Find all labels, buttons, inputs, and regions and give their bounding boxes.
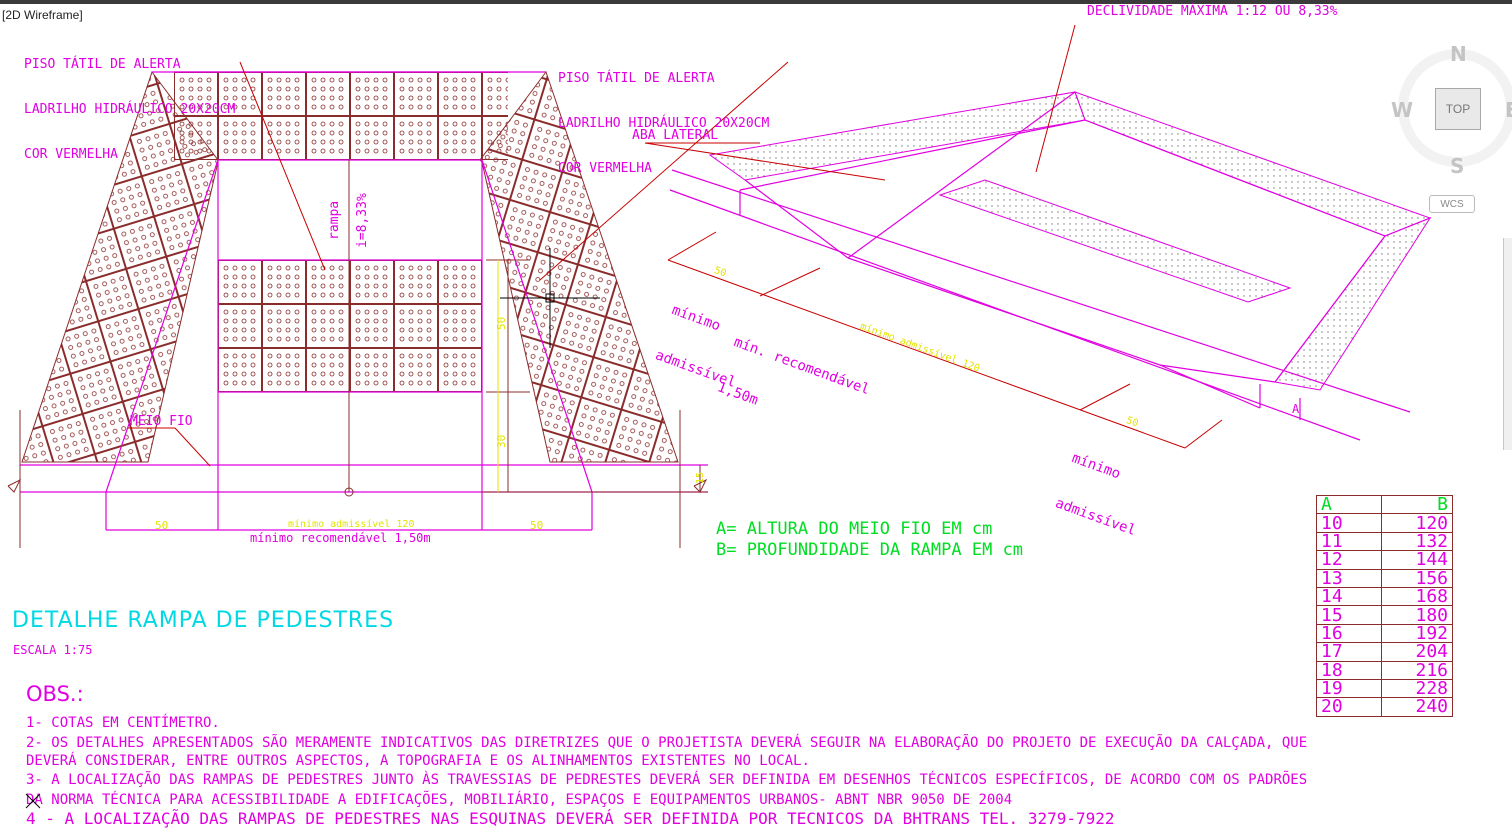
tactile-tiles-left — [21, 70, 219, 463]
table-cell-a: 14 — [1316, 586, 1382, 607]
min-rec-line-1: mín. recomendável — [731, 334, 872, 399]
table-cell-b: 144 — [1381, 550, 1453, 570]
viewcube-top-face[interactable]: TOP — [1435, 88, 1481, 130]
table-cell-a: 15 — [1316, 605, 1382, 625]
compass-north[interactable]: N — [1450, 42, 1467, 66]
table-cell-a: 18 — [1316, 660, 1382, 680]
ramp-label: rampa — [327, 200, 342, 240]
table-cell-a: 11 — [1316, 531, 1382, 552]
table-cell-b: 240 — [1381, 697, 1453, 717]
table-cell-b: 216 — [1381, 660, 1453, 680]
iso-a-mark: A — [1292, 402, 1300, 416]
alert-line-2: LADRILHO HIDRÁULICO 20X20CM — [24, 102, 236, 117]
table-cell-a: 20 — [1316, 697, 1382, 717]
dim-15-vertical: 15 — [695, 471, 706, 484]
dim-50-vertical: 50 — [495, 316, 508, 330]
compass-east[interactable]: E — [1505, 98, 1512, 122]
obs-line-6: 4 - A LOCALIZAÇÃO DAS RAMPAS DE PEDESTRE… — [26, 809, 1115, 828]
table-cell-b: 168 — [1381, 586, 1453, 607]
drawing-scale: ESCALA 1:75 — [13, 643, 93, 657]
navigation-bar[interactable] — [1503, 238, 1512, 450]
tactile-tiles-ramp — [218, 260, 482, 392]
table-cell-a: 16 — [1316, 623, 1382, 644]
table-cell-b: 228 — [1381, 678, 1453, 699]
table-cell-b: 204 — [1381, 642, 1453, 662]
viewport-controls-label[interactable]: [2D Wireframe] — [2, 8, 83, 22]
dim-50-left: 50 — [155, 519, 169, 532]
table-cell-b: 132 — [1381, 531, 1453, 552]
isometric-view — [644, 24, 1432, 449]
table-cell-a: 17 — [1316, 642, 1382, 662]
obs-line-3: DEVERÁ CONSIDERAR, ENTRE OUTROS ASPECTOS… — [26, 753, 810, 769]
table-cell-a: 12 — [1316, 550, 1382, 570]
plan-alert-label-right: PISO TÁTIL DE ALERTA LADRILHO HIDRÁULICO… — [558, 41, 769, 191]
obs-heading: OBS.: — [26, 682, 84, 706]
obs-line-5: DA NORMA TÉCNICA PARA ACESSIBILIDADE A E… — [26, 792, 1013, 808]
viewcube-ring-icon — [1398, 49, 1512, 167]
alert-line-2: LADRILHO HIDRÁULICO 20X20CM — [558, 116, 770, 131]
obs-line-4: 3- A LOCALIZAÇÃO DAS RAMPAS DE PEDESTRES… — [26, 772, 1308, 788]
slope-label: i=8,33% — [355, 193, 370, 248]
alert-line-3: COR VERMELHA — [24, 147, 118, 162]
dim-120: mínimo admissível 120 — [288, 519, 415, 530]
table-cell-a: 13 — [1316, 568, 1382, 588]
plan-alert-label-left: PISO TÁTIL DE ALERTA LADRILHO HIDRÁULICO… — [24, 27, 235, 177]
ucs-x-icon — [25, 793, 41, 809]
table-cell-a: 19 — [1316, 678, 1382, 699]
ucs-menu-button[interactable]: WCS — [1429, 195, 1475, 213]
compass-south[interactable]: S — [1450, 154, 1465, 178]
alert-line-1: PISO TÁTIL DE ALERTA — [24, 57, 181, 72]
legend-a: A= ALTURA DO MEIO FIO EM cm — [716, 519, 993, 539]
table-header-a: A — [1316, 494, 1382, 515]
min-adm-line-1: mínimo — [1069, 450, 1123, 483]
viewcube[interactable]: N S W E TOP WCS — [1385, 40, 1512, 220]
table-cell-b: 192 — [1381, 623, 1453, 644]
table-cell-a: 10 — [1316, 513, 1382, 533]
table-cell-b: 180 — [1381, 605, 1453, 625]
table-cell-b: 120 — [1381, 513, 1453, 533]
tactile-tiles-right — [479, 70, 679, 463]
tactile-tiles-top — [174, 72, 508, 160]
max-slope-label: DECLIVIDADE MÁXIMA 1:12 OU 8,33% — [1087, 4, 1338, 19]
alert-line-3: COR VERMELHA — [558, 161, 652, 176]
curb-label: MEIO FIO — [130, 414, 193, 429]
crosshair-cursor — [500, 248, 600, 348]
obs-line-1: 1- COTAS EM CENTÍMETRO. — [26, 715, 220, 731]
table-cell-b: 156 — [1381, 568, 1453, 588]
window-top-border — [0, 0, 1512, 4]
dim-50-right: 50 — [530, 519, 544, 532]
dim-30-vertical: 30 — [495, 434, 508, 448]
side-flap-label: ABA LATERAL — [632, 128, 719, 143]
obs-line-2: 2- OS DETALHES APRESENTADOS SÃO MERAMENT… — [26, 735, 1308, 751]
dim-min-rec: mínimo recomendável 1,50m — [250, 531, 431, 545]
plan-view — [7, 61, 789, 548]
drawing-title: DETALHE RAMPA DE PEDESTRES — [12, 608, 395, 633]
legend-b: B= PROFUNDIDADE DA RAMPA EM cm — [716, 540, 1024, 560]
compass-west[interactable]: W — [1391, 98, 1414, 122]
alert-line-1: PISO TÁTIL DE ALERTA — [558, 71, 715, 86]
table-header-b: B — [1381, 494, 1453, 515]
